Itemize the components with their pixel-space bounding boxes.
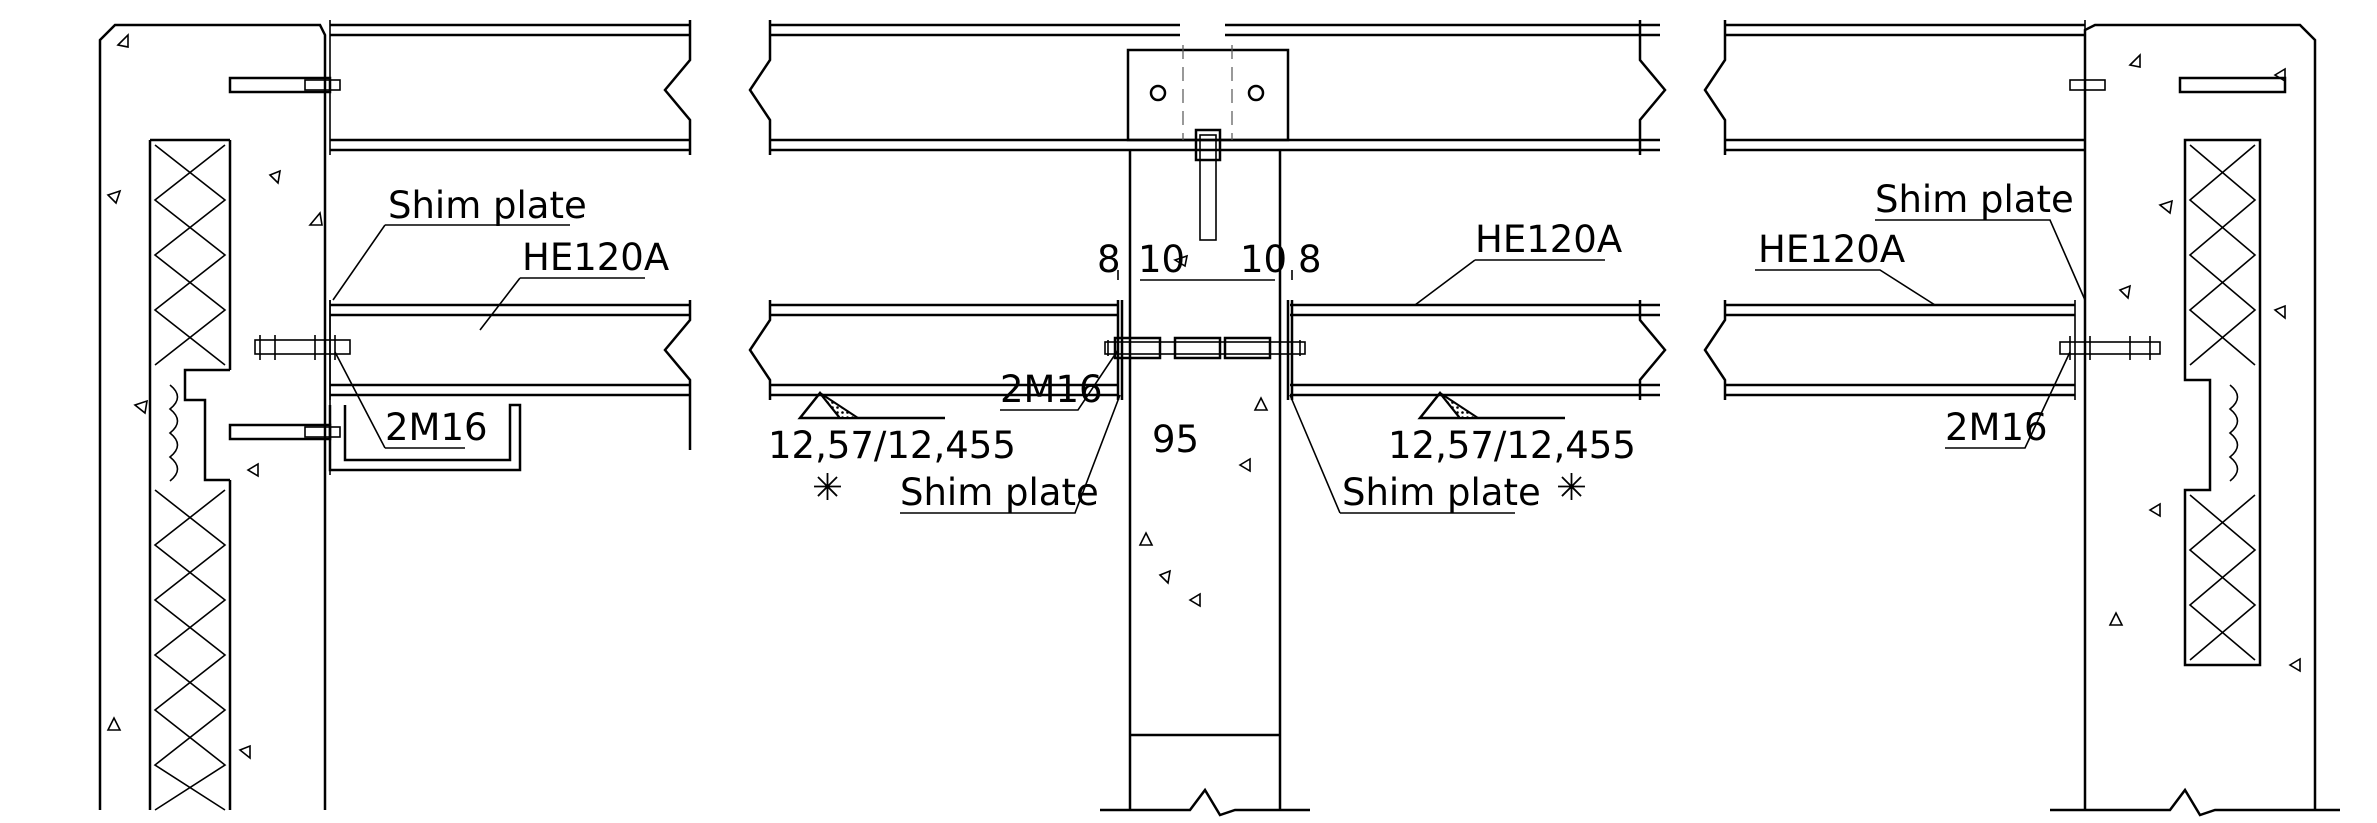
shim-plate-label-middle-right: Shim plate [1342,471,1541,514]
left-sandwich-wall [98,23,327,811]
level-label-right: 12,57/12,455 [1388,424,1636,467]
beam-profile-label-left: HE120A [522,236,669,279]
middle-upper-beams [748,20,1667,241]
left-wall-brackets [228,76,341,441]
middle-column [1100,150,1310,817]
right-beams [1703,20,2161,400]
star-mark-left: ✳ [812,466,843,509]
leader-lines [332,219,2086,514]
left-beams [254,20,692,475]
shim-plate-label-middle-left: Shim plate [900,471,1099,514]
column-width-label: 95 [1152,418,1199,461]
dimension-10-left: 10 [1138,238,1185,281]
star-mark-right: ✳ [1556,466,1587,509]
bolt-label-right: 2M16 [1945,406,2048,449]
shim-plate-label-right: Shim plate [1875,178,2074,221]
bolt-label-middle: 2M16 [1000,368,1103,411]
beam-profile-label-middle: HE120A [1475,218,1622,261]
right-sandwich-wall [2050,23,2340,817]
bolt-label-left: 2M16 [385,406,488,449]
level-label-left: 12,57/12,455 [768,424,1016,467]
shim-plate-label-left: Shim plate [388,184,587,227]
beam-profile-label-right: HE120A [1758,228,1905,271]
dimension-8-left: 8 [1097,238,1121,281]
middle-lower-beams [748,300,1667,400]
dimension-8-right: 8 [1298,238,1322,281]
level-markers [797,390,1565,420]
dimension-10-right: 10 [1240,238,1287,281]
